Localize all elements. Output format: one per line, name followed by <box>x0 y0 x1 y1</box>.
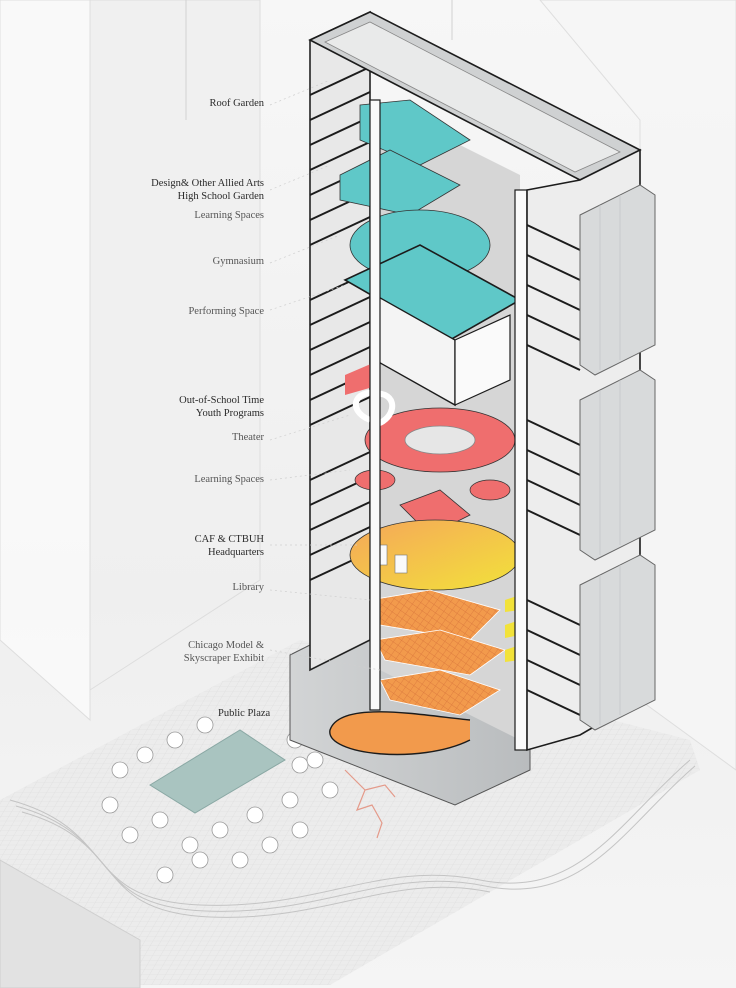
plaza-trees <box>101 716 339 884</box>
label-roof-garden: Roof Garden <box>209 98 264 111</box>
label-youth-programs: Out-of-School Time Youth Programs <box>179 395 264 420</box>
core-left <box>369 99 381 711</box>
label-gymnasium: Gymnasium <box>213 256 264 269</box>
label-learning-spaces-lower: Learning Spaces <box>194 474 264 487</box>
exhibit-ramp <box>329 711 471 756</box>
label-chicago-model: Chicago Model & Skyscraper Exhibit <box>184 640 264 665</box>
label-text: Performing Space <box>188 306 264 317</box>
glass-box-middle <box>579 369 656 561</box>
label-public-plaza: Public Plaza <box>218 708 270 721</box>
label-text: Design& Other Allied Arts <box>151 178 264 189</box>
reflecting-pool <box>149 729 286 814</box>
label-caf-ctbuh: CAF & CTBUH Headquarters <box>195 534 264 559</box>
glass-box-upper <box>579 184 656 376</box>
label-text: Learning Spaces <box>194 474 264 485</box>
label-text: Public Plaza <box>218 708 271 719</box>
label-text: CAF & CTBUH <box>194 534 264 545</box>
glass-box-lower <box>579 554 656 731</box>
label-library: Library <box>233 582 265 595</box>
orange-program-floors <box>329 519 521 756</box>
sculpture <box>344 769 396 839</box>
label-text: Skyscraper Exhibit <box>183 652 264 664</box>
core-right <box>514 189 528 751</box>
label-text: Library <box>232 582 265 593</box>
label-text: Roof Garden <box>209 98 264 109</box>
label-learning-spaces-upper: Learning Spaces <box>194 210 264 223</box>
leader-lines <box>269 79 381 671</box>
label-design-arts: Design& Other Allied Arts High School Ga… <box>151 178 264 203</box>
label-text: High School Garden <box>177 190 264 202</box>
context-buildings <box>0 0 736 771</box>
label-performing-space: Performing Space <box>188 306 264 319</box>
tower-right-wing <box>526 148 656 752</box>
label-text: Headquarters <box>208 546 264 558</box>
label-text: Theater <box>231 432 264 443</box>
label-theater: Theater <box>232 432 264 445</box>
label-text: Youth Programs <box>195 407 264 419</box>
label-text: Chicago Model & <box>188 640 264 651</box>
label-text: Gymnasium <box>212 256 264 267</box>
label-text: Learning Spaces <box>194 210 264 221</box>
label-text: Out-of-School Time <box>179 395 264 406</box>
